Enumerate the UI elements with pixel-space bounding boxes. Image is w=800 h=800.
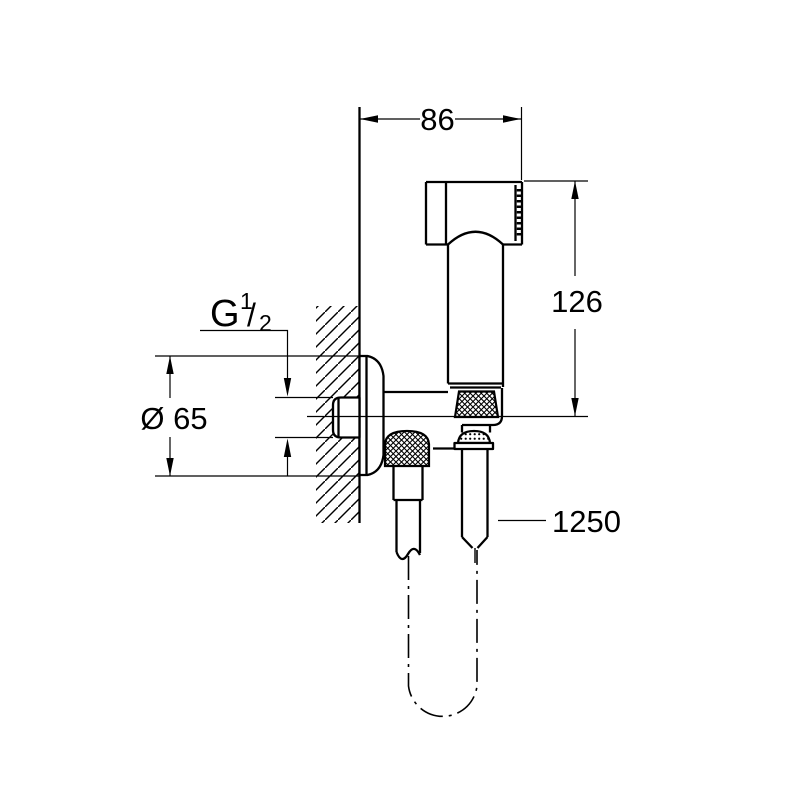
arrowhead-top [571, 181, 579, 199]
leader-line [200, 329, 289, 379]
left-outlet [383, 429, 431, 561]
hose-end-tube-left [395, 500, 422, 553]
dimension-flange-diameter: Ø 65 [140, 355, 359, 477]
arrowhead-right [503, 115, 521, 123]
break-line [395, 547, 422, 561]
shower-head [424, 180, 524, 246]
arrowhead-bottom [571, 398, 579, 416]
thread-g: G [210, 293, 240, 335]
arrowhead-left [360, 115, 378, 123]
dim-side-height-label: 126 [551, 284, 603, 319]
escutcheon-flange [358, 354, 385, 477]
arrowhead-bottom [166, 458, 174, 476]
dim-top-width-label: 86 [420, 102, 454, 137]
head-handle-arch [447, 230, 504, 246]
thread-numerator: 1 [240, 288, 253, 314]
arrowhead-down [283, 378, 292, 397]
dimension-hose-length: 1250 [498, 504, 621, 539]
arrowhead-top [166, 356, 174, 374]
dimension-top-width: 86 [360, 102, 523, 180]
arrowhead-up [283, 438, 292, 457]
dim-flange-diameter-label: Ø 65 [140, 401, 207, 436]
hose-end-fitting [453, 429, 495, 563]
hex-nut [331, 396, 361, 439]
dimension-side-height: 126 [524, 180, 603, 416]
dimension-thread-size: G 1 / 2 [200, 288, 333, 476]
wall-section [316, 107, 361, 523]
hose-cone-nut [456, 429, 492, 445]
thread-denominator: 2 [259, 310, 272, 336]
shower-handle [446, 244, 505, 389]
connector-knurl-nut [453, 390, 500, 419]
hose-end-tube-right [460, 449, 489, 537]
hose-loop [407, 550, 478, 718]
outlet-knurl-nut [383, 429, 431, 468]
hose-length-label: 1250 [552, 504, 621, 539]
hose-taper [461, 536, 489, 549]
thread-size-label: G [210, 293, 240, 335]
thread-slash: / [247, 297, 256, 333]
